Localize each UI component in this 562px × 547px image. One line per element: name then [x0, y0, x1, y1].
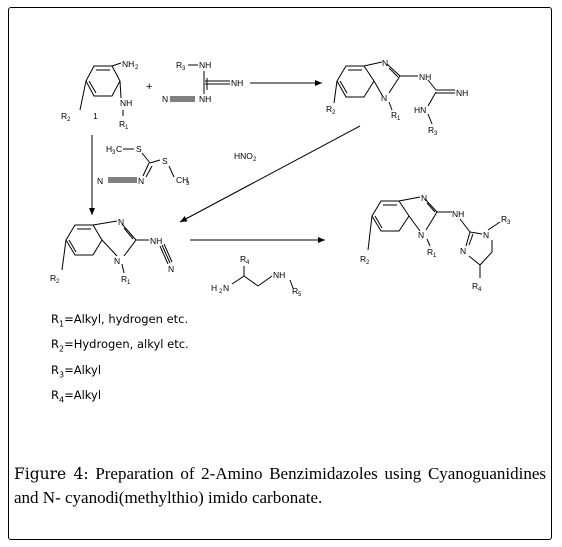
svg-text:CH: CH: [176, 175, 188, 185]
svg-text:1: 1: [433, 253, 437, 259]
legend-item: R4=Alkyl: [51, 387, 102, 405]
svg-text:R: R: [501, 214, 507, 224]
svg-text:2: 2: [219, 289, 223, 295]
svg-text:2: 2: [135, 65, 139, 71]
svg-text:N: N: [97, 176, 103, 186]
svg-text:H: H: [211, 283, 217, 293]
svg-text:3: 3: [507, 220, 511, 226]
figure-frame: [8, 7, 552, 540]
svg-text:NH: NH: [199, 94, 211, 104]
svg-text:2: 2: [56, 279, 60, 285]
svg-text:4: 4: [246, 260, 250, 266]
reactant-diamine: NH 2 NH R 1 R 2 1: [61, 59, 139, 131]
svg-text:HN: HN: [414, 105, 426, 115]
product-guanidinyl-benzimidazole: N N R 1 R 2 NH NH HN R 3: [326, 58, 468, 137]
svg-text:R: R: [428, 125, 434, 135]
svg-text:1: 1: [397, 116, 401, 122]
svg-text:R: R: [427, 247, 433, 257]
arrow-nitrous-acid: [179, 125, 361, 223]
svg-text:1: 1: [127, 280, 131, 286]
intermediate-cyanoamino-benzimidazole: N N R 1 R 2 NH N: [50, 217, 174, 286]
substituent-legend: R1=Alkyl, hydrogen etc. R2=Hydrogen, alk…: [51, 309, 189, 410]
legend-item: R2=Hydrogen, alkyl etc.: [51, 337, 189, 354]
svg-text:2: 2: [366, 260, 370, 266]
svg-text:NH: NH: [199, 60, 211, 70]
svg-text:NH: NH: [231, 78, 243, 88]
svg-text:NH: NH: [456, 88, 468, 98]
svg-text:2: 2: [253, 157, 257, 163]
svg-text:R: R: [119, 119, 125, 129]
caption-text: Preparation of 2-Amino Benzimidazoles us…: [14, 464, 547, 507]
svg-text:R: R: [240, 254, 246, 264]
svg-text:N: N: [460, 246, 466, 256]
svg-text:R: R: [50, 273, 56, 283]
svg-text:N: N: [418, 230, 424, 240]
svg-text:R: R: [292, 286, 298, 296]
svg-text:N: N: [162, 94, 168, 104]
svg-text:3: 3: [182, 66, 186, 72]
reagent-nitrous-acid: HNO 2: [234, 151, 257, 163]
svg-text:1: 1: [125, 125, 129, 131]
svg-text:N: N: [138, 176, 144, 186]
figure-caption: Figure 4: Preparation of 2-Amino Benzimi…: [14, 462, 546, 509]
svg-text:N: N: [114, 256, 120, 266]
svg-text:HNO: HNO: [234, 151, 253, 161]
svg-text:N: N: [223, 283, 229, 293]
svg-text:N: N: [168, 264, 174, 274]
svg-text:4: 4: [478, 287, 482, 293]
svg-text:2: 2: [332, 110, 336, 116]
plus-sign: +: [146, 81, 152, 93]
svg-text:NH: NH: [120, 98, 132, 108]
svg-text:N: N: [381, 93, 387, 103]
svg-text:NH: NH: [273, 270, 285, 280]
reactant-cyanoguanidine: R 3 NH NH N NH: [162, 60, 243, 104]
svg-text:H: H: [106, 144, 112, 154]
svg-text:R: R: [472, 281, 478, 291]
legend-item: R3=Alkyl: [51, 362, 102, 379]
svg-text:NH: NH: [452, 209, 464, 219]
svg-text:N: N: [421, 193, 427, 203]
svg-text:NH: NH: [122, 59, 134, 69]
svg-text:N: N: [483, 230, 489, 240]
caption-label: Figure 4:: [14, 465, 89, 483]
svg-text:3: 3: [186, 181, 190, 187]
reagent-ethylenediamine: R 4 H 2 N NH R 5: [211, 254, 302, 298]
svg-text:R: R: [61, 111, 67, 121]
svg-text:S: S: [136, 144, 142, 154]
svg-text:R: R: [121, 274, 127, 284]
product-imidazolinyl-benzimidazole: N N R 1 R 2 NH N R 3 N R 4: [360, 193, 511, 293]
svg-text:S: S: [162, 156, 168, 166]
svg-text:1: 1: [93, 111, 98, 121]
svg-text:NH: NH: [150, 236, 162, 246]
svg-text:N: N: [118, 217, 124, 227]
svg-text:C: C: [116, 144, 122, 154]
svg-text:R: R: [360, 254, 366, 264]
svg-text:3: 3: [112, 150, 116, 156]
svg-text:5: 5: [298, 292, 302, 298]
svg-text:R: R: [326, 104, 332, 114]
svg-text:N: N: [382, 58, 388, 68]
svg-text:R: R: [176, 60, 182, 70]
reagent-dithio-imidocarbonate: H 3 C S S CH 3 N N: [97, 144, 190, 187]
legend-item: R1=Alkyl, hydrogen etc.: [51, 312, 189, 329]
svg-text:R: R: [391, 110, 397, 120]
svg-text:NH: NH: [419, 72, 431, 82]
svg-text:2: 2: [67, 117, 71, 123]
svg-text:3: 3: [434, 131, 438, 137]
